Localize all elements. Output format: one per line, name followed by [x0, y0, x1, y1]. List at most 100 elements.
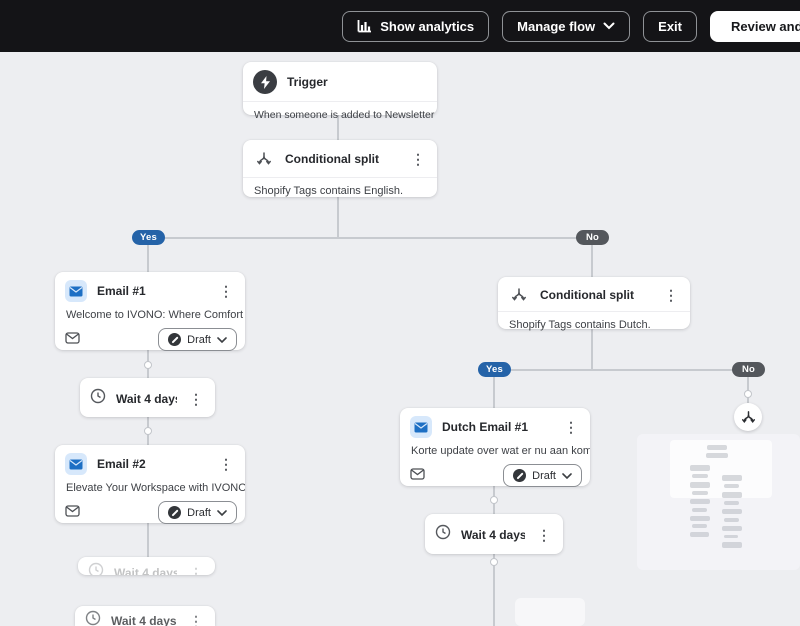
flow-connector — [747, 369, 749, 403]
conditional-split-collapsed-node[interactable] — [734, 403, 762, 431]
minimap-block — [724, 535, 738, 538]
email-subject: Elevate Your Workspace with IVONO's Excl… — [66, 482, 245, 494]
wait-title: Wait 4 days — [111, 613, 177, 626]
manage-flow-button[interactable]: Manage flow — [502, 10, 631, 42]
kebab-menu-icon[interactable]: ⋮ — [189, 390, 203, 407]
minimap-block — [724, 518, 739, 522]
channel-email-icon — [65, 331, 80, 349]
wait-title: Wait 4 days — [114, 565, 177, 576]
trigger-title: Trigger — [287, 75, 328, 89]
email-icon — [410, 416, 432, 438]
split-title: Conditional split — [285, 152, 379, 166]
exit-button[interactable]: Exit — [643, 10, 697, 42]
trigger-node[interactable]: Trigger When someone is added to Newslet… — [243, 62, 437, 121]
split-icon — [741, 410, 755, 423]
email-icon — [65, 280, 87, 302]
status-dropdown[interactable]: Draft — [503, 464, 582, 487]
status-dropdown[interactable]: Draft — [158, 328, 237, 351]
kebab-menu-icon[interactable]: ⋮ — [189, 612, 203, 626]
flow-connector — [493, 369, 495, 408]
minimap-block — [722, 475, 742, 481]
draft-status-icon — [168, 333, 182, 346]
add-step-dot[interactable] — [490, 558, 498, 566]
wait-node[interactable]: Wait 4 days ⋮ — [425, 514, 563, 554]
email-title: Email #2 — [97, 457, 146, 471]
split-subtitle: Shopify Tags contains English. — [254, 185, 403, 197]
kebab-menu-icon[interactable]: ⋮ — [537, 526, 551, 543]
flow-canvas[interactable]: Yes No Yes No Trigger When someone is ad… — [0, 52, 800, 626]
minimap-block — [706, 453, 728, 458]
kebab-menu-icon[interactable]: ⋮ — [219, 456, 233, 472]
minimap-block — [722, 526, 742, 531]
minimap-block — [692, 508, 707, 512]
clock-icon — [90, 388, 106, 409]
draft-status-icon — [513, 469, 527, 482]
split-icon — [253, 148, 275, 170]
email-subject: Welcome to IVONO: Where Comfort Meet... — [66, 309, 245, 321]
minimap-block — [722, 492, 742, 498]
chevron-down-icon — [603, 22, 615, 30]
wait-node-bottom[interactable]: Wait 4 days ⋮ — [75, 606, 215, 626]
minimap-block — [690, 482, 710, 488]
email-2-node[interactable]: Email #2 ⋮ Elevate Your Workspace with I… — [55, 445, 245, 524]
status-label: Draft — [187, 506, 211, 519]
manage-flow-label: Manage flow — [517, 18, 596, 34]
minimap-block — [690, 516, 710, 521]
kebab-menu-icon: ⋮ — [189, 564, 203, 576]
email-subject: Korte update over wat er nu aan komt! — [411, 445, 590, 457]
add-step-dot[interactable] — [144, 427, 152, 435]
flow-branch-line — [148, 237, 592, 239]
wait-node[interactable]: Wait 4 days ⋮ — [80, 378, 215, 417]
email-1-node[interactable]: Email #1 ⋮ Welcome to IVONO: Where Comfo… — [55, 272, 245, 351]
split-icon — [508, 284, 530, 306]
status-label: Draft — [532, 469, 556, 482]
flow-preview-overlay — [637, 434, 800, 570]
dutch-email-1-node[interactable]: Dutch Email #1 ⋮ Korte update over wat e… — [400, 408, 590, 487]
email-title: Dutch Email #1 — [442, 420, 529, 434]
minimap-block — [722, 542, 742, 548]
lightning-icon — [253, 70, 277, 94]
review-and-turn-on-button[interactable]: Review and — [710, 10, 800, 42]
ghost-node-preview — [515, 598, 585, 626]
chevron-down-icon — [562, 472, 572, 479]
status-dropdown[interactable]: Draft — [158, 501, 237, 524]
split-subtitle: Shopify Tags contains Dutch. — [509, 319, 651, 331]
minimap-block — [724, 501, 739, 505]
wait-node-ghost[interactable]: Wait 4 days ⋮ — [78, 557, 215, 575]
kebab-menu-icon[interactable]: ⋮ — [411, 151, 425, 167]
draft-status-icon — [168, 506, 182, 519]
wait-title: Wait 4 days — [116, 391, 177, 406]
flow-connector — [591, 329, 593, 369]
minimap-block — [692, 524, 707, 528]
review-label: Review and — [731, 18, 800, 34]
status-label: Draft — [187, 333, 211, 346]
show-analytics-button[interactable]: Show analytics — [342, 10, 490, 42]
clock-icon — [88, 562, 104, 575]
conditional-split-dutch-node[interactable]: Conditional split ⋮ Shopify Tags contain… — [498, 277, 690, 331]
flow-connector — [337, 114, 339, 140]
split-title: Conditional split — [540, 288, 634, 302]
add-step-dot[interactable] — [490, 496, 498, 504]
channel-email-icon — [410, 467, 425, 485]
conditional-split-english-node[interactable]: Conditional split ⋮ Shopify Tags contain… — [243, 140, 437, 197]
yes-branch-pill: Yes — [132, 230, 165, 245]
minimap-block — [707, 445, 727, 450]
minimap-block — [692, 491, 708, 495]
yes-branch-pill: Yes — [478, 362, 511, 377]
kebab-menu-icon[interactable]: ⋮ — [564, 419, 578, 435]
channel-email-icon — [65, 504, 80, 522]
add-step-dot[interactable] — [744, 390, 752, 398]
minimap-block — [724, 484, 739, 488]
add-step-dot[interactable] — [144, 361, 152, 369]
bar-chart-icon — [357, 19, 372, 33]
email-title: Email #1 — [97, 284, 146, 298]
kebab-menu-icon[interactable]: ⋮ — [219, 283, 233, 299]
flow-connector — [147, 237, 149, 272]
topbar: Show analytics Manage flow Exit Review a… — [0, 0, 800, 52]
clock-icon — [85, 610, 101, 626]
minimap-block — [692, 474, 708, 478]
clock-icon — [435, 524, 451, 545]
kebab-menu-icon[interactable]: ⋮ — [664, 287, 678, 303]
flow-connector — [337, 197, 339, 237]
no-branch-pill: No — [576, 230, 609, 245]
